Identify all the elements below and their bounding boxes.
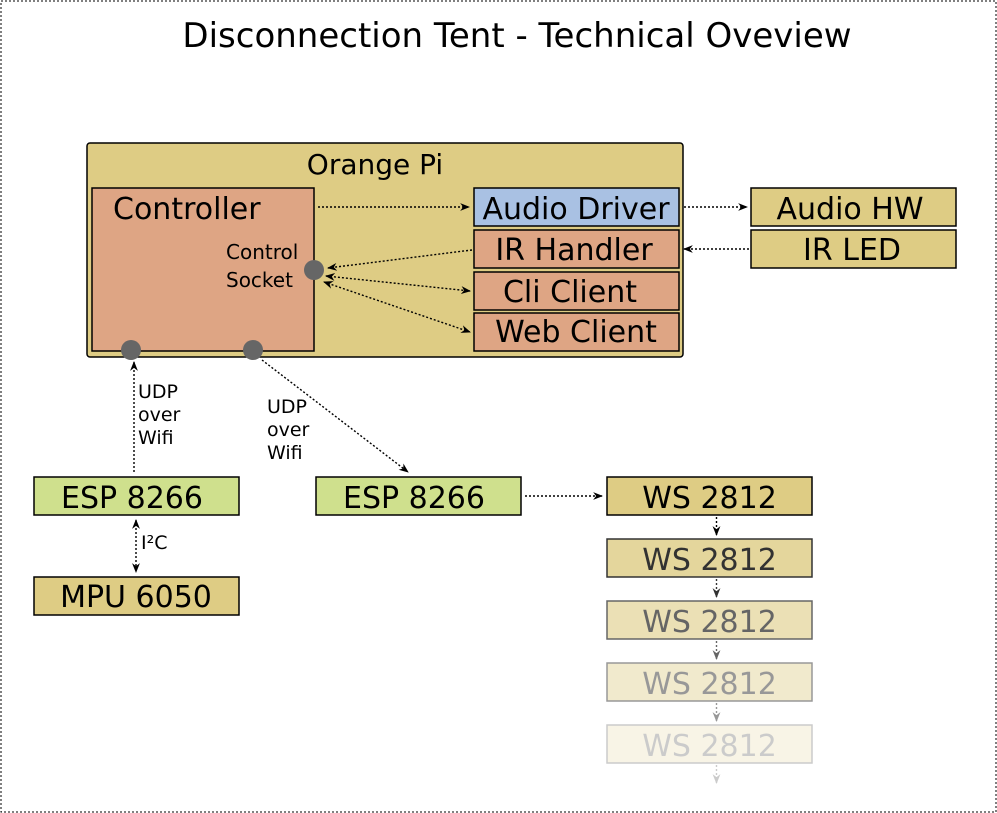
ws2812-box (606, 662, 813, 702)
udp-socket-left-dot (121, 340, 141, 360)
audio-hw-label: Audio HW (776, 192, 923, 227)
ws2812-item: WS 2812 (606, 662, 813, 722)
udp-right-label-2: over (267, 419, 310, 441)
i2c-label: I²C (141, 532, 168, 554)
udp-left-label-1: UDP (138, 381, 178, 403)
udp-right-label-1: UDP (267, 396, 307, 418)
ws2812-label: WS 2812 (642, 667, 777, 702)
audio-hw-box (750, 187, 957, 227)
udp-right-arrow (261, 359, 409, 473)
ir-led-label: IR LED (803, 233, 901, 268)
web-client-box (473, 312, 680, 352)
udp-left-label-2: over (138, 404, 181, 426)
ws2812-box (606, 476, 813, 516)
web-client-label: Web Client (495, 315, 657, 350)
mpu-box (33, 576, 240, 616)
esp-left-box (33, 476, 240, 516)
control-socket-label-2: Socket (226, 268, 293, 292)
ws2812-item: WS 2812 (606, 476, 813, 536)
control-socket-label-1: Control (226, 240, 298, 264)
audio-driver-label: Audio Driver (482, 192, 670, 227)
cli-client-label: Cli Client (503, 275, 637, 310)
ir-handler-box (473, 229, 680, 269)
ws2812-box (606, 538, 813, 578)
ws2812-box (606, 600, 813, 640)
ir-handler-to-socket-arrow (327, 249, 473, 271)
led-chain: WS 2812 WS 2812 WS 2812 WS 2812 WS 2812 (606, 476, 813, 784)
ws2812-label: WS 2812 (642, 543, 777, 578)
ws2812-box (606, 724, 813, 764)
controller-label: Controller (113, 192, 261, 227)
cli-client-box (473, 271, 680, 311)
controller-box (91, 187, 315, 352)
ir-led-box (750, 229, 957, 269)
udp-right-label-3: Wifi (267, 442, 303, 464)
esp-right-label: ESP 8266 (343, 481, 485, 516)
diagram-title: Disconnection Tent - Technical Oveview (182, 16, 851, 56)
ws2812-label: WS 2812 (642, 481, 777, 516)
ws2812-label: WS 2812 (642, 605, 777, 640)
esp-left-label: ESP 8266 (61, 481, 203, 516)
udp-socket-right-dot (243, 340, 263, 360)
mpu-label: MPU 6050 (60, 580, 212, 615)
ws2812-label: WS 2812 (642, 729, 777, 764)
ws2812-item: WS 2812 (606, 538, 813, 598)
control-socket-dot (304, 260, 324, 280)
ws2812-item: WS 2812 (606, 600, 813, 660)
udp-left-label-3: Wifi (138, 427, 174, 449)
ws2812-item: WS 2812 (606, 724, 813, 784)
audio-driver-box (473, 187, 680, 227)
esp-right-box (315, 476, 522, 516)
orange-pi-label: Orange Pi (307, 148, 443, 181)
ir-handler-label: IR Handler (495, 233, 653, 268)
socket-web-client-arrow (323, 281, 471, 333)
